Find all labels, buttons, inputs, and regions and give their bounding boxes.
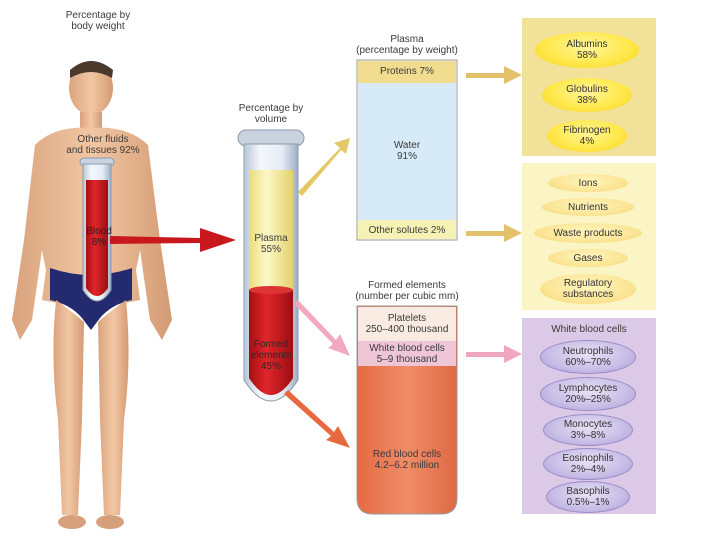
body-weight-title: Percentage by body weight [48, 10, 148, 32]
regulatory-substances-label: Regulatory substances [563, 278, 614, 300]
regulatory-substances-oval: Regulatory substances [540, 274, 636, 304]
fibrinogen-oval: Fibrinogen 4% [547, 120, 627, 152]
blood-label: Blood 8% [74, 226, 124, 248]
globulins-name: Globulins [566, 84, 608, 95]
neutrophils-name: Neutrophils [563, 346, 614, 357]
volume-title: Percentage by volume [226, 103, 316, 125]
monocytes-value: 3%–8% [571, 430, 605, 441]
formed-column-title: Formed elements (number per cubic mm) [340, 280, 474, 302]
plasma-volume-label: Plasma 55% [240, 233, 302, 255]
wbc-panel-title: White blood cells [522, 324, 656, 335]
globulins-value: 38% [577, 95, 597, 106]
proteins-label: Proteins 7% [358, 66, 456, 77]
platelets-label: Platelets 250–400 thousand [358, 313, 456, 335]
waste-products-label: Waste products [553, 228, 622, 239]
solutes-arrow [466, 224, 522, 242]
fibrinogen-name: Fibrinogen [563, 125, 610, 136]
plasma-column-title: Plasma (percentage by weight) [340, 34, 474, 56]
lymphocytes-value: 20%–25% [565, 394, 611, 405]
nutrients-label: Nutrients [568, 202, 608, 213]
other-solutes-label: Other solutes 2% [358, 225, 456, 236]
gases-label: Gases [574, 253, 603, 264]
eosinophils-oval: Eosinophils 2%–4% [543, 448, 633, 480]
tube-to-rbc-arrow [284, 390, 350, 448]
basophils-value: 0.5%–1% [567, 497, 610, 508]
ions-oval: Ions [548, 174, 628, 192]
gases-oval: Gases [548, 249, 628, 267]
albumins-oval: Albumins 58% [535, 32, 639, 68]
basophils-name: Basophils [566, 486, 609, 497]
ions-label: Ions [579, 178, 598, 189]
eosinophils-value: 2%–4% [571, 464, 605, 475]
tube-to-formed-arrow [294, 300, 350, 356]
lymphocytes-name: Lymphocytes [559, 383, 618, 394]
waste-products-oval: Waste products [534, 223, 642, 243]
monocytes-name: Monocytes [564, 419, 612, 430]
formed-volume-label: Formed elements 45% [240, 339, 302, 372]
tube-to-plasma-arrow [298, 138, 350, 196]
wbc-arrow [466, 345, 522, 363]
nutrients-oval: Nutrients [542, 198, 634, 216]
fibrinogen-value: 4% [580, 136, 594, 147]
basophils-oval: Basophils 0.5%–1% [546, 481, 630, 513]
lymphocytes-oval: Lymphocytes 20%–25% [540, 377, 636, 411]
other-fluids-label: Other fluids and tissues 92% [48, 134, 158, 156]
eosinophils-name: Eosinophils [562, 453, 613, 464]
wbc-count-label: White blood cells 5–9 thousand [358, 343, 456, 365]
water-label: Water 91% [358, 140, 456, 162]
rbc-label: Red blood cells 4.2–6.2 million [358, 449, 456, 471]
monocytes-oval: Monocytes 3%–8% [543, 414, 633, 446]
albumins-name: Albumins [566, 39, 607, 50]
neutrophils-oval: Neutrophils 60%–70% [540, 340, 636, 374]
globulins-oval: Globulins 38% [542, 78, 632, 112]
neutrophils-value: 60%–70% [565, 357, 611, 368]
albumins-value: 58% [577, 50, 597, 61]
proteins-arrow [466, 66, 522, 84]
